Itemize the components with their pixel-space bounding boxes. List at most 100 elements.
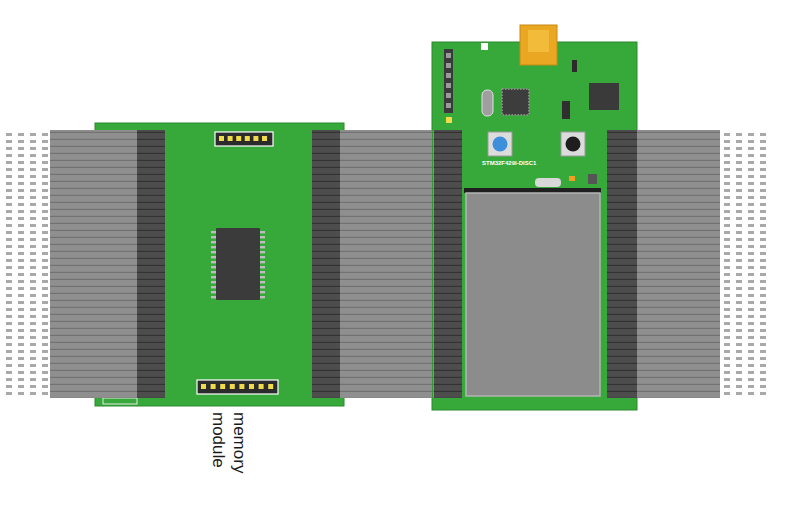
wire-end <box>6 329 12 332</box>
wire-end <box>18 378 24 381</box>
wire-end <box>736 357 742 360</box>
wire-end <box>30 168 36 171</box>
wire-end <box>760 315 766 318</box>
pin <box>268 384 273 389</box>
wire-end <box>748 294 754 297</box>
wire-end <box>42 273 48 276</box>
chip-pins <box>211 231 265 298</box>
wire-end <box>736 364 742 367</box>
wire-end <box>736 133 742 136</box>
pin <box>228 136 233 141</box>
wire-end <box>760 217 766 220</box>
wire-end <box>42 371 48 374</box>
chip-pin <box>211 286 216 288</box>
component <box>588 174 597 184</box>
wire-end <box>724 259 730 262</box>
wire-end <box>724 273 730 276</box>
wire-end <box>724 196 730 199</box>
wire-end <box>724 280 730 283</box>
wire-end <box>30 371 36 374</box>
wire-end <box>760 168 766 171</box>
memory-board: memory module <box>95 123 344 406</box>
header-pins <box>219 136 267 141</box>
wire-end <box>736 371 742 374</box>
pin <box>262 136 267 141</box>
wire-end <box>748 301 754 304</box>
wire-end <box>6 161 12 164</box>
wire-end <box>30 140 36 143</box>
wire-end <box>18 168 24 171</box>
wire-end <box>18 294 24 297</box>
wire-end <box>724 343 730 346</box>
wire-end <box>760 357 766 360</box>
led <box>569 176 575 181</box>
wire-end <box>42 385 48 388</box>
wire-end <box>18 322 24 325</box>
wire-end <box>760 196 766 199</box>
wire-end <box>6 357 12 360</box>
wire-end <box>748 217 754 220</box>
wire-end <box>18 336 24 339</box>
wire-end <box>760 238 766 241</box>
wire-end <box>736 168 742 171</box>
wire-end <box>748 287 754 290</box>
chip <box>589 83 619 110</box>
wire-end <box>18 385 24 388</box>
wire-end <box>18 238 24 241</box>
pin-header <box>444 49 453 113</box>
wire-end <box>6 392 12 395</box>
wire-ends <box>724 133 766 395</box>
wire-end <box>748 392 754 395</box>
discovery-board <box>432 42 637 410</box>
pin-header <box>215 132 273 146</box>
wire-end <box>748 322 754 325</box>
wire-end <box>30 161 36 164</box>
wire-end <box>760 350 766 353</box>
chip-pin <box>211 276 216 278</box>
wire-end <box>6 175 12 178</box>
wire-end <box>18 357 24 360</box>
wire-end <box>18 350 24 353</box>
wire-end <box>6 133 12 136</box>
wire-end <box>6 210 12 213</box>
wire-end <box>760 231 766 234</box>
wire-end <box>18 210 24 213</box>
wire-end <box>748 182 754 185</box>
part-label: memory module <box>208 412 251 474</box>
wire-end <box>18 140 24 143</box>
wire-end <box>42 147 48 150</box>
wire-end <box>18 301 24 304</box>
wire-end <box>18 161 24 164</box>
chip-pin <box>211 296 216 298</box>
wire-ends <box>6 133 48 395</box>
wire-end <box>18 252 24 255</box>
wire-end <box>6 217 12 220</box>
wire-end <box>6 252 12 255</box>
wire-end <box>42 287 48 290</box>
pin <box>236 136 241 141</box>
wire-end <box>42 294 48 297</box>
pin <box>446 73 451 78</box>
wire-end <box>30 203 36 206</box>
wire-end <box>748 196 754 199</box>
wire-end <box>724 133 730 136</box>
wire-end <box>748 147 754 150</box>
wire-end <box>748 315 754 318</box>
wire-end <box>760 252 766 255</box>
wire-end <box>42 224 48 227</box>
wire-end <box>30 196 36 199</box>
wire-end <box>736 217 742 220</box>
wire-end <box>724 301 730 304</box>
wire-end <box>42 329 48 332</box>
wire-end <box>760 175 766 178</box>
wire-end <box>42 238 48 241</box>
wire-end <box>42 301 48 304</box>
wire-end <box>30 273 36 276</box>
wire-end <box>748 245 754 248</box>
wire-end <box>6 189 12 192</box>
wire-end <box>736 273 742 276</box>
pin <box>446 53 451 58</box>
chip <box>502 89 529 115</box>
pin <box>201 384 206 389</box>
